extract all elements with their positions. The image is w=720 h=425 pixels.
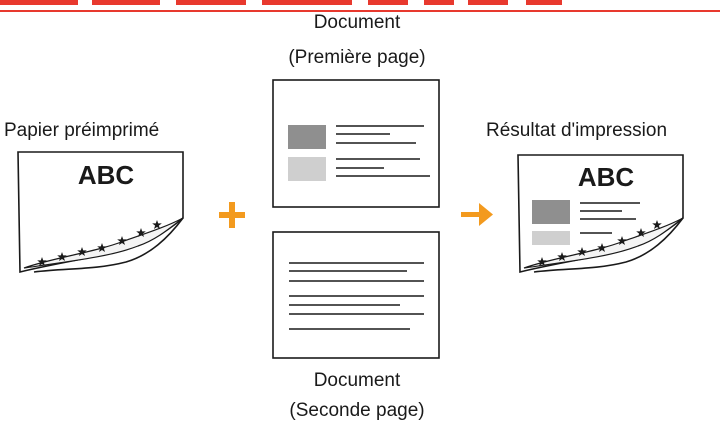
document-second-subtitle: (Seconde page) (289, 400, 425, 421)
arrow-right-icon (461, 203, 493, 226)
heading-rule (0, 0, 720, 14)
result-logo-text: ABC (578, 162, 635, 192)
preprinted-paper-label: Papier préimprimé (4, 120, 160, 141)
result-label: Résultat d'impression (486, 120, 668, 141)
result-paper-illustration: ABC (517, 154, 684, 274)
preprinted-paper-illustration: ABC (17, 151, 184, 274)
document-second-title: Document (313, 370, 401, 391)
document-first-title: Document (313, 12, 401, 33)
preprinted-logo-text: ABC (78, 160, 135, 190)
document-first-page (272, 79, 440, 208)
plus-icon (219, 202, 245, 228)
document-first-subtitle: (Première page) (288, 47, 426, 68)
document-second-page (272, 231, 440, 359)
